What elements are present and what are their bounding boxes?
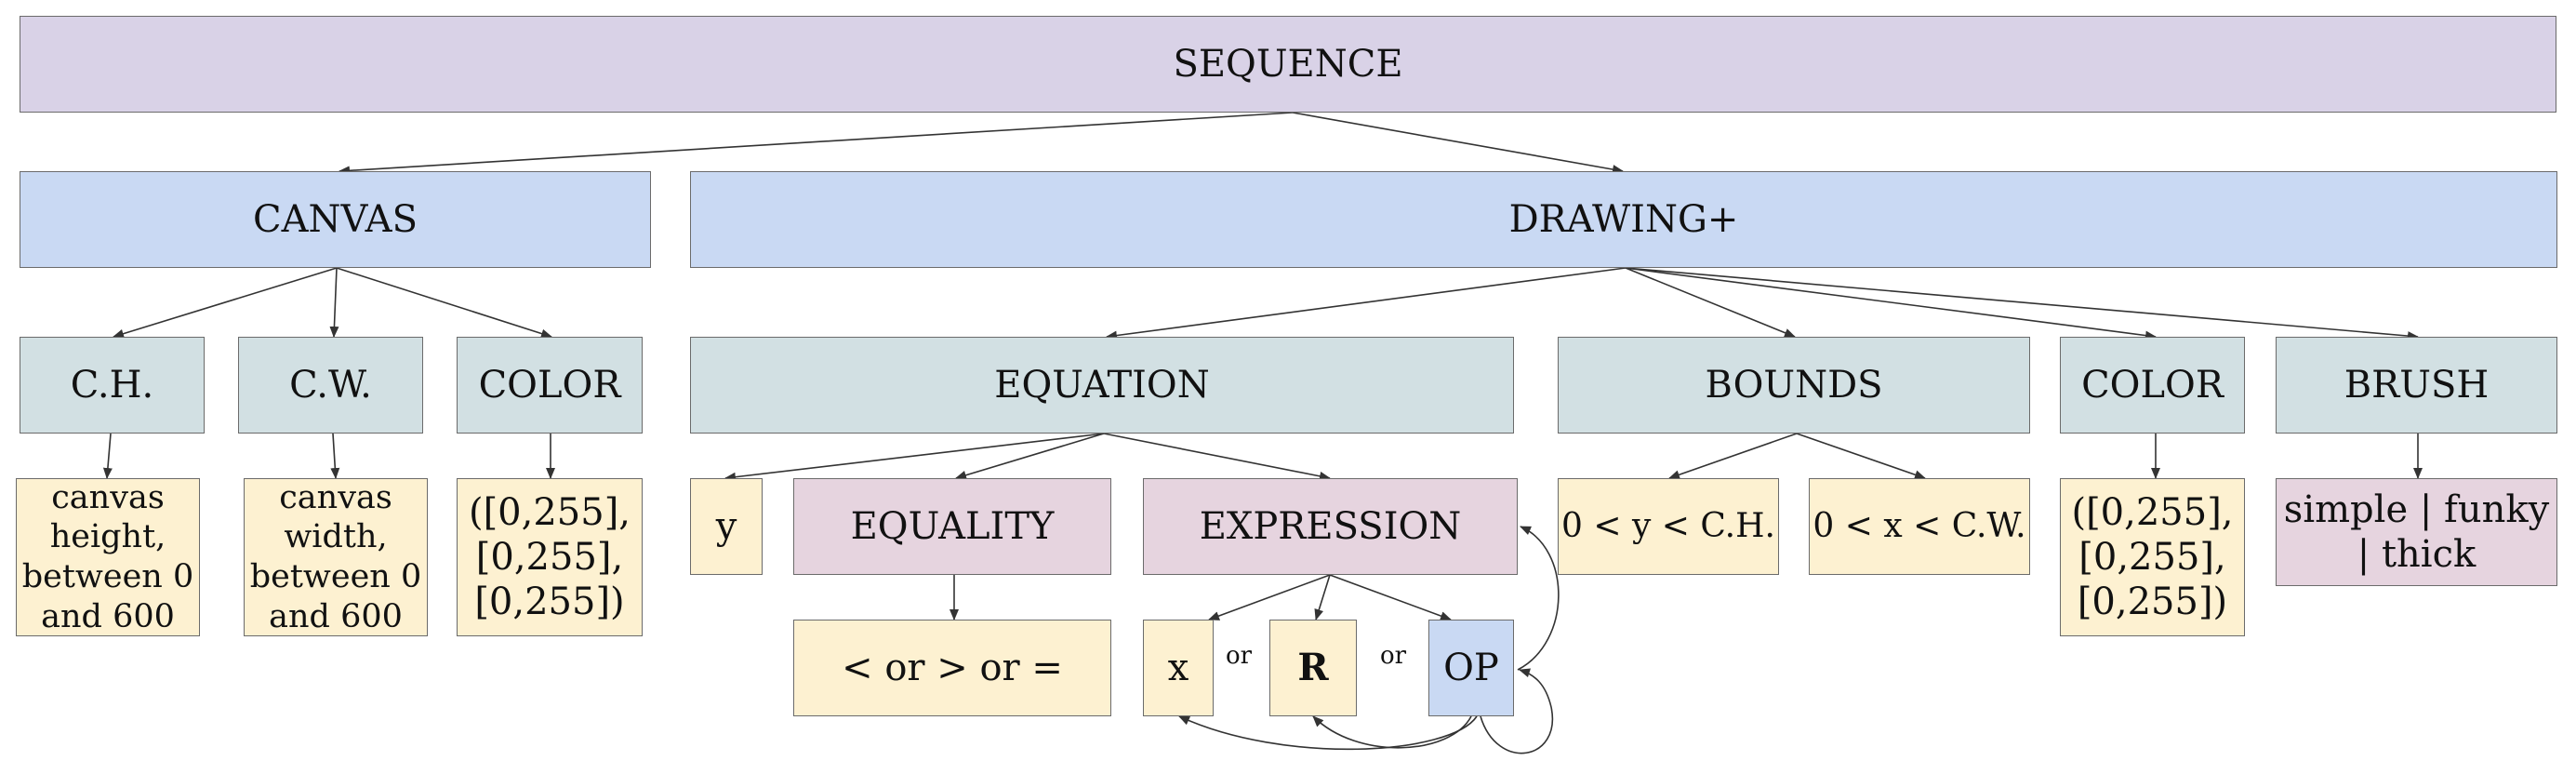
edge-drawing-equation <box>1106 267 1627 340</box>
edge-canvas-color <box>336 267 552 339</box>
node-brush: BRUSH <box>2276 337 2557 434</box>
leaf-canvas-color-range: ([0,255],[0,255],[0,255]) <box>457 478 643 636</box>
edge-canvas-cw <box>329 267 339 338</box>
leaf-brush-options: simple | funky| thick <box>2276 478 2557 586</box>
edge-drawing-bounds <box>1625 267 1796 338</box>
or-connector-2: or <box>1380 642 1407 670</box>
node-canvas-color: COLOR <box>457 337 643 434</box>
edge-op-expression-loop <box>1517 526 1560 671</box>
node-drawing: DRAWING+ <box>690 171 2557 268</box>
edge-cw-desc <box>330 433 340 479</box>
node-r: R <box>1269 620 1357 716</box>
node-canvas-height: C.H. <box>20 337 205 434</box>
or-connector-1: or <box>1226 642 1253 670</box>
edge-expression-x <box>1208 574 1331 621</box>
edge-op-r-loop <box>1312 715 1472 749</box>
node-inequality-ops: < or > or = <box>793 620 1111 716</box>
node-sequence: SEQUENCE <box>20 16 2556 113</box>
edge-expression-r <box>1314 574 1331 621</box>
node-x-bound: 0 < x < C.W. <box>1809 478 2030 575</box>
node-y-bound: 0 < y < C.H. <box>1558 478 1779 575</box>
edge-equation-expression <box>1103 433 1331 481</box>
edge-bounds-y <box>1668 433 1798 480</box>
edge-op-self-loop <box>1480 668 1554 754</box>
edge-op-x-loop <box>1178 715 1478 751</box>
edge-sequence-canvas <box>339 112 1294 176</box>
node-equality: EQUALITY <box>793 478 1111 575</box>
node-canvas: CANVAS <box>20 171 651 268</box>
edge-expression-op <box>1329 574 1452 621</box>
node-expression: EXPRESSION <box>1143 478 1518 575</box>
edge-drawing-brush <box>1625 267 2419 341</box>
node-op: OP <box>1428 620 1514 716</box>
node-bounds: BOUNDS <box>1558 337 2030 434</box>
node-equation: EQUATION <box>690 337 1514 434</box>
edge-drawing-color <box>1625 267 2157 340</box>
node-x: x <box>1143 620 1214 716</box>
edge-equation-y <box>724 433 1105 482</box>
edge-bounds-x <box>1796 433 1926 480</box>
leaf-drawing-color-range: ([0,255],[0,255],[0,255]) <box>2060 478 2245 636</box>
edge-sequence-drawing <box>1292 112 1624 175</box>
edge-canvas-ch <box>113 267 338 339</box>
edge-ch-desc <box>102 433 113 479</box>
node-canvas-width: C.W. <box>238 337 423 434</box>
node-drawing-color: COLOR <box>2060 337 2245 434</box>
node-y: y <box>690 478 763 575</box>
edge-equation-equality <box>955 433 1105 480</box>
